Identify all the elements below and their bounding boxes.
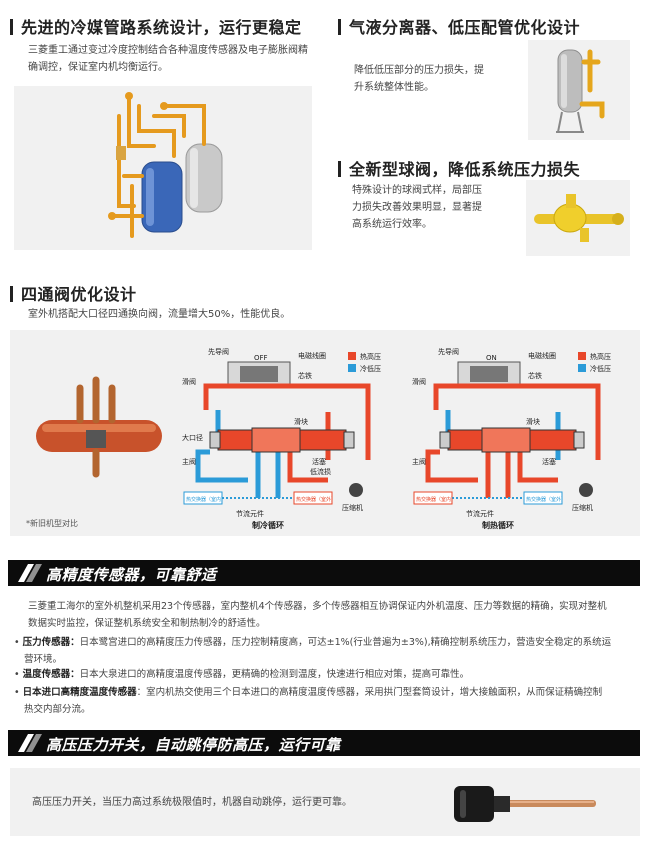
- cooling-cycle-diagram: 先导阀 OFF 电磁线圈 芯铁 滑阀 大口径 主阀 滑块 活塞 低流损 节流元件…: [182, 347, 381, 530]
- separator-desc-line: 降低低压部分的压力损失，提: [354, 65, 484, 76]
- section-ball-valve-title: 全新型球阀，降低系统压力损失: [338, 156, 580, 180]
- label-state-off: OFF: [254, 354, 268, 362]
- label-hex-outdoor: 热交换器（室外）: [296, 496, 336, 503]
- pressure-sensor-text-cont: 营环境。: [24, 654, 63, 665]
- label-pilot-valve: 先导阀: [208, 347, 229, 356]
- legend-cold: 冷低压: [590, 364, 611, 373]
- gas-liquid-separator-image: [528, 40, 630, 140]
- label-piston: 活塞: [542, 457, 556, 466]
- label-hex-outdoor: 热交换器（室外）: [526, 496, 566, 503]
- legend-cold: 冷低压: [360, 364, 381, 373]
- label-state-on: ON: [486, 354, 497, 362]
- refrigerant-desc-line: 三菱重工通过变过冷度控制结合各种温度传感器及电子膨胀阀精: [28, 45, 308, 56]
- sensor-intro: 三菱重工海尔的室外机整机采用23个传感器，室内整机4个传感器，多个传感器相互协调…: [28, 598, 640, 632]
- label-slider-valve: 滑阀: [182, 377, 196, 386]
- slash-icon: [18, 734, 42, 752]
- label-pilot-valve: 先导阀: [438, 347, 459, 356]
- slash-icon: [18, 564, 42, 582]
- imported-sensor-text: ：室内机热交使用三个日本进口的高精度温度传感器，采用拱门型套筒设计，增大接触面积…: [136, 687, 603, 698]
- label-hex-indoor: 热交换器（室内）: [416, 496, 456, 503]
- ball-valve-title-text: 全新型球阀，降低系统压力损失: [349, 160, 581, 179]
- refrigerant-piping-image: [14, 86, 312, 250]
- pressure-sensor-text: 日本鹭宫进口的高精度压力传感器，压力控制精度高，可达±1%(行业普遍为±3%),…: [79, 637, 612, 648]
- section-separator-title: 气液分离器、低压配管优化设计: [338, 14, 580, 38]
- imported-sensor-label: 日本进口高精度温度传感器: [22, 687, 137, 698]
- pressure-sensor-label: 压力传感器：: [22, 637, 80, 648]
- four-way-valve-title-text: 四通阀优化设计: [21, 285, 137, 304]
- pressure-switch-banner-title: 高压压力开关，自动跳停防高压，运行可靠: [46, 736, 341, 754]
- label-core: 芯铁: [298, 371, 312, 380]
- label-slider-valve: 滑阀: [412, 377, 426, 386]
- pressure-switch-banner: 高压压力开关，自动跳停防高压，运行可靠: [8, 730, 640, 756]
- bullet-pressure-sensor: • 压力传感器：日本鹭宫进口的高精度压力传感器，压力控制精度高，可达±1%(行业…: [14, 634, 640, 668]
- label-compressor: 压缩机: [572, 503, 593, 512]
- ball-valve-description: 特殊设计的球阀式样，局部压 力损失改善效果明显，显著提 高系统运行效率。: [352, 182, 512, 233]
- ball-valve-image: [526, 180, 630, 256]
- bullet-imported-sensor: • 日本进口高精度温度传感器：室内机热交使用三个日本进口的高精度温度传感器，采用…: [14, 684, 640, 718]
- refrigerant-description: 三菱重工通过变过冷度控制结合各种温度传感器及电子膨胀阀精 确调控，保证室内机均衡…: [28, 42, 328, 76]
- title-bar: [10, 286, 13, 302]
- label-coil: 电磁线圈: [298, 351, 326, 360]
- pressure-switch-image: [454, 786, 596, 822]
- section-refrigerant-title: 先进的冷媒管路系统设计，运行更稳定: [10, 14, 302, 38]
- title-bar: [10, 19, 13, 35]
- sensor-intro-line: 三菱重工海尔的室外机整机采用23个传感器，室内整机4个传感器，多个传感器相互协调…: [28, 601, 607, 612]
- four-way-valve-panel: *新旧机型对比 先导阀 OFF 电磁线圈 芯铁 滑阀: [10, 330, 640, 536]
- separator-title-text: 气液分离器、低压配管优化设计: [349, 18, 581, 37]
- label-coil: 电磁线圈: [528, 351, 556, 360]
- label-core: 芯铁: [528, 371, 542, 380]
- temperature-sensor-text: 日本大泉进口的高精度温度传感器，更精确的检测到温度，快速进行相应对策，提高可靠性…: [79, 669, 470, 680]
- ball-valve-desc-line: 特殊设计的球阀式样，局部压: [352, 185, 482, 196]
- sensor-intro-line: 数据实时监控，保证整机系统安全和制热制冷的舒适性。: [28, 618, 266, 629]
- label-throttle: 节流元件: [236, 509, 264, 518]
- imported-sensor-text-cont: 热交内部分流。: [24, 704, 91, 715]
- separator-desc-line: 升系统整体性能。: [354, 82, 434, 93]
- four-way-valve-image: [36, 376, 162, 478]
- label-hex-indoor: 热交换器（室内）: [186, 496, 226, 503]
- label-slide-block: 滑块: [526, 417, 540, 426]
- temperature-sensor-label: 温度传感器：: [22, 669, 80, 680]
- label-low-loss: 低流损: [310, 467, 331, 476]
- label-throttle: 节流元件: [466, 509, 494, 518]
- refrigerant-title-text: 先进的冷媒管路系统设计，运行更稳定: [21, 18, 302, 37]
- pressure-switch-description: 高压压力开关，当压力高过系统极限值时，机器自动跳停，运行更可靠。: [32, 797, 352, 808]
- sensor-banner-title: 高精度传感器，可靠舒适: [46, 566, 217, 584]
- refrigerant-desc-line: 确调控，保证室内机均衡运行。: [28, 62, 168, 73]
- ball-valve-desc-line: 高系统运行效率。: [352, 219, 432, 230]
- footnote-text: *新旧机型对比: [26, 519, 78, 528]
- ball-valve-desc-line: 力损失改善效果明显，显著提: [352, 202, 482, 213]
- label-compressor: 压缩机: [342, 503, 363, 512]
- pressure-switch-panel: 高压压力开关，当压力高过系统极限值时，机器自动跳停，运行更可靠。: [10, 768, 640, 836]
- title-bar: [338, 161, 341, 177]
- label-slide-block: 滑块: [294, 417, 308, 426]
- four-way-valve-description: 室外机搭配大口径四通换向阀，流量增大50%，性能优良。: [28, 309, 291, 320]
- label-main-valve: 主阀: [412, 457, 426, 466]
- title-bar: [338, 19, 341, 35]
- sensor-banner: 高精度传感器，可靠舒适: [8, 560, 640, 586]
- section-four-way-valve-title: 四通阀优化设计: [10, 281, 137, 305]
- legend-hot: 热高压: [590, 352, 611, 361]
- heating-cycle-diagram: 先导阀 ON 电磁线圈 芯铁 滑阀 主阀 滑块 活塞 节流元件 压缩机 热交换器…: [412, 347, 611, 530]
- label-main-valve: 主阀: [182, 457, 196, 466]
- label-piston: 活塞: [312, 457, 326, 466]
- separator-description: 降低低压部分的压力损失，提 升系统整体性能。: [354, 62, 514, 96]
- bullet-temperature-sensor: • 温度传感器：日本大泉进口的高精度温度传感器，更精确的检测到温度，快速进行相应…: [14, 669, 470, 680]
- cooling-cycle-caption: 制冷循环: [252, 520, 284, 530]
- label-large-bore: 大口径: [182, 433, 203, 442]
- heating-cycle-caption: 制热循环: [482, 520, 514, 530]
- legend-hot: 热高压: [360, 352, 381, 361]
